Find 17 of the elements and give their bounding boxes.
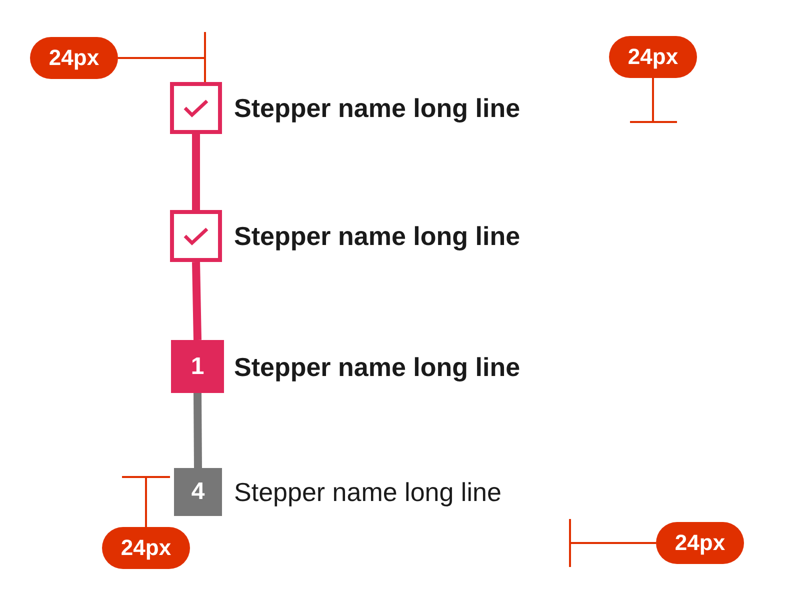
dimension-label: 24px bbox=[30, 37, 118, 79]
dimension-label: 24px bbox=[609, 36, 697, 78]
dimension-label: 24px bbox=[102, 527, 190, 569]
step-box bbox=[170, 82, 222, 134]
connector-line bbox=[192, 134, 200, 210]
step-label: Stepper name long line bbox=[234, 352, 520, 382]
connector-line bbox=[192, 262, 202, 340]
step-box bbox=[174, 468, 222, 516]
dimension-label: 24px bbox=[656, 522, 744, 564]
step-label: Stepper name long line bbox=[234, 93, 520, 123]
step-box bbox=[171, 340, 224, 393]
step-box bbox=[170, 210, 222, 262]
connector-line bbox=[194, 392, 202, 468]
step-number: 1 bbox=[190, 352, 204, 380]
step-number: 4 bbox=[191, 478, 205, 506]
step-label: Stepper name long line bbox=[234, 477, 502, 507]
step-label: Stepper name long line bbox=[234, 221, 520, 251]
